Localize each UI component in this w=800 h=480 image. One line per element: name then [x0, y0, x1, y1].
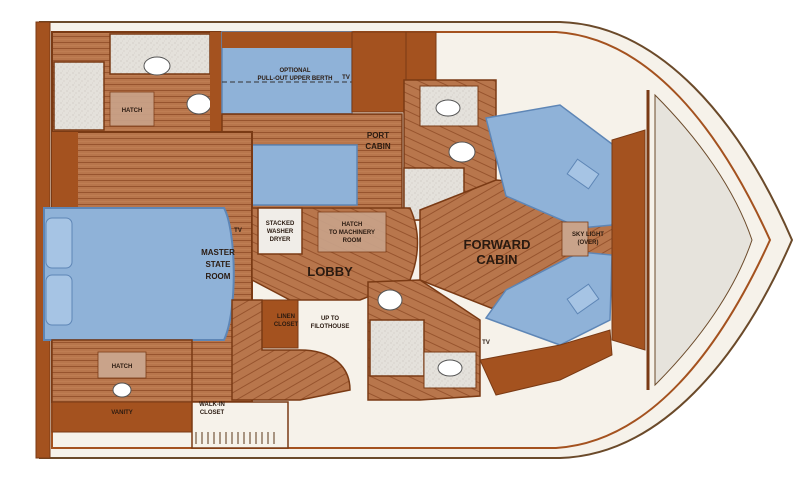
stacked-label-3: DRYER: [270, 237, 291, 243]
skylight-label-2: (OVER): [578, 240, 599, 246]
forward-head-sink-top-icon: [435, 99, 461, 117]
aft-head-toilet-icon: [186, 93, 212, 115]
hatch-machinery-label-2: TO MACHINERY: [329, 230, 375, 236]
master-berth-pillow-2: [45, 274, 73, 326]
hatch-machinery-label-1: HATCH: [342, 222, 363, 228]
linen-label-1: LINEN: [277, 314, 295, 320]
linen-label-2: CLOSET: [274, 322, 299, 328]
forward-cabinetry: [611, 129, 646, 351]
master-hatch: [97, 351, 147, 379]
tv-forward-label: TV: [482, 340, 490, 346]
tv-port-label: TV: [342, 75, 350, 81]
starboard-locker: [479, 329, 613, 396]
pillow-starboard: [566, 283, 600, 315]
aft-head-wall-right: [210, 32, 222, 132]
tv-master-label: TV: [234, 228, 242, 234]
pillow-port: [566, 158, 600, 190]
walkin-label-1: WALK-IN: [199, 402, 225, 408]
bow-deck: [654, 93, 753, 387]
master-label-3: ROOM: [206, 272, 231, 281]
forward-cabin-label-2: CABIN: [476, 252, 517, 267]
forward-head-sink-bottom-icon: [437, 359, 463, 377]
washer-dryer: [257, 207, 303, 255]
port-cabin-label-2: CABIN: [365, 142, 391, 151]
lobby-label: LOBBY: [307, 264, 353, 279]
linen-closet: [261, 299, 299, 349]
vanity-counter: [51, 401, 193, 433]
stacked-label-2: WASHER: [267, 229, 294, 235]
port-locker-1: [351, 31, 407, 113]
port-cabin-label-1: PORT: [367, 131, 389, 140]
stairs: [231, 299, 351, 401]
aft-head-sink-icon: [143, 56, 171, 76]
up-label-1: UP TO: [321, 316, 339, 322]
walkin-label-2: CLOSET: [200, 410, 225, 416]
aft-head-hatch: [109, 91, 155, 127]
skylight: [561, 221, 589, 257]
stacked-label-1: STACKED: [266, 221, 295, 227]
master-label-2: STATE: [205, 260, 231, 269]
walkin-closet: [191, 401, 289, 449]
master-toilet-icon: [112, 382, 132, 398]
skylight-label-1: SKY LIGHT: [572, 232, 604, 238]
master-hatch-label: HATCH: [112, 364, 133, 370]
aft-shower: [53, 61, 105, 131]
up-label-2: FILOTHOUSE: [311, 324, 350, 330]
hatch-machinery-label-3: ROOM: [343, 238, 362, 244]
optional-berth-label-1: OPTIONAL: [280, 68, 311, 74]
optional-berth-label-2: PULL-OUT UPPER BERTH: [258, 76, 333, 82]
port-cabin-upper-wall: [222, 32, 352, 48]
machinery-hatch: [317, 211, 387, 253]
master-berth-pillow-1: [45, 217, 73, 269]
forward-head-toilet-bottom-icon: [377, 289, 403, 311]
master-berth: [43, 207, 235, 341]
hull-inner-line: [51, 31, 772, 449]
forward-head-shower-bottom: [369, 319, 425, 377]
forward-head-toilet-top-icon: [448, 141, 476, 163]
aft-head-hatch-label: HATCH: [122, 108, 143, 114]
master-label-1: MASTER: [201, 248, 235, 257]
vanity-label: VANITY: [111, 410, 133, 416]
forward-cabin-label-1: FORWARD: [464, 237, 531, 252]
walkin-hangers: [195, 432, 275, 444]
